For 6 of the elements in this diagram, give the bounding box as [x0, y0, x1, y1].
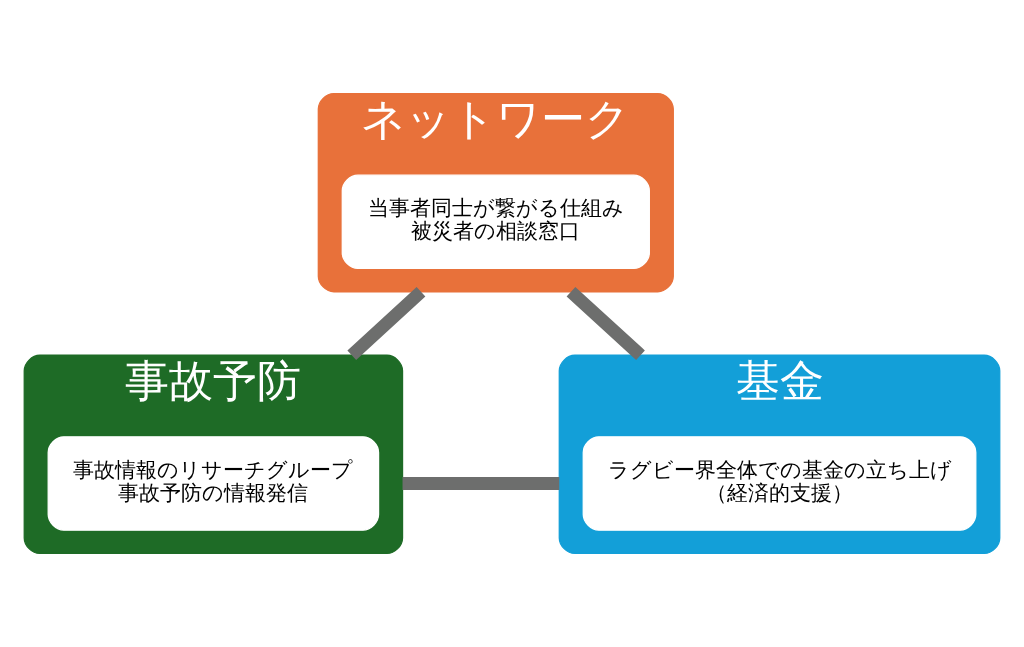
connector: [402, 477, 560, 490]
node-box: 当事者同士が繋がる仕組み 被災者の相談窓口: [341, 174, 650, 270]
connector: [347, 286, 426, 360]
connector: [566, 286, 645, 361]
node-box: 事故情報のリサーチグループ 事故予防の情報発信: [47, 436, 380, 531]
node-box: ラグビー界全体での基金の立ち上げ （経済的支援）: [582, 436, 977, 531]
